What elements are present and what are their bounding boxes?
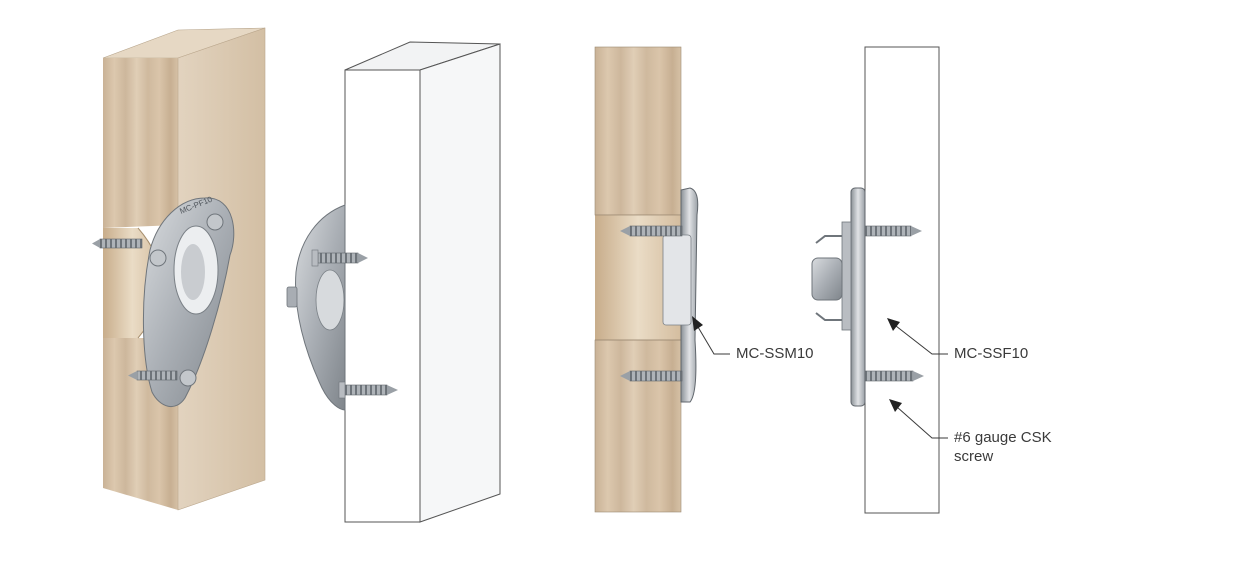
screw-section-lower — [620, 370, 683, 382]
callout-male-fitting: MC-SSM10 — [736, 345, 814, 362]
screw-section-upper — [620, 225, 683, 237]
leader-ssf10 — [895, 325, 948, 355]
screw-head-icon — [179, 369, 197, 387]
white-board-section — [864, 46, 940, 514]
leader-screw — [896, 406, 948, 439]
screw-section-right-upper — [864, 225, 922, 237]
screw-board-upper — [311, 249, 368, 267]
arrow-icon — [692, 316, 703, 331]
screw-left-upper — [92, 238, 143, 249]
female-fitting-3d — [286, 204, 346, 411]
arrow-icon — [887, 318, 900, 331]
white-board-3d — [344, 41, 501, 523]
screw-head-icon — [206, 213, 224, 231]
female-fitting-section — [811, 187, 866, 407]
callout-screw-line2: screw — [954, 448, 994, 465]
screw-left-lower — [128, 370, 178, 381]
screw-section-right-lower — [864, 370, 924, 382]
male-plate-3d: MC-PF10 — [142, 194, 235, 407]
screw-head-icon — [149, 249, 167, 267]
leader-ssm10 — [697, 326, 730, 355]
arrow-icon — [889, 399, 902, 412]
screw-board-lower — [338, 381, 398, 399]
callout-screw: #6 gauge CSK screw — [954, 428, 1052, 466]
callout-screw-line1: #6 gauge CSK — [954, 429, 1052, 446]
callout-female-fitting: MC-SSF10 — [954, 345, 1029, 362]
male-plate-section — [662, 187, 699, 403]
